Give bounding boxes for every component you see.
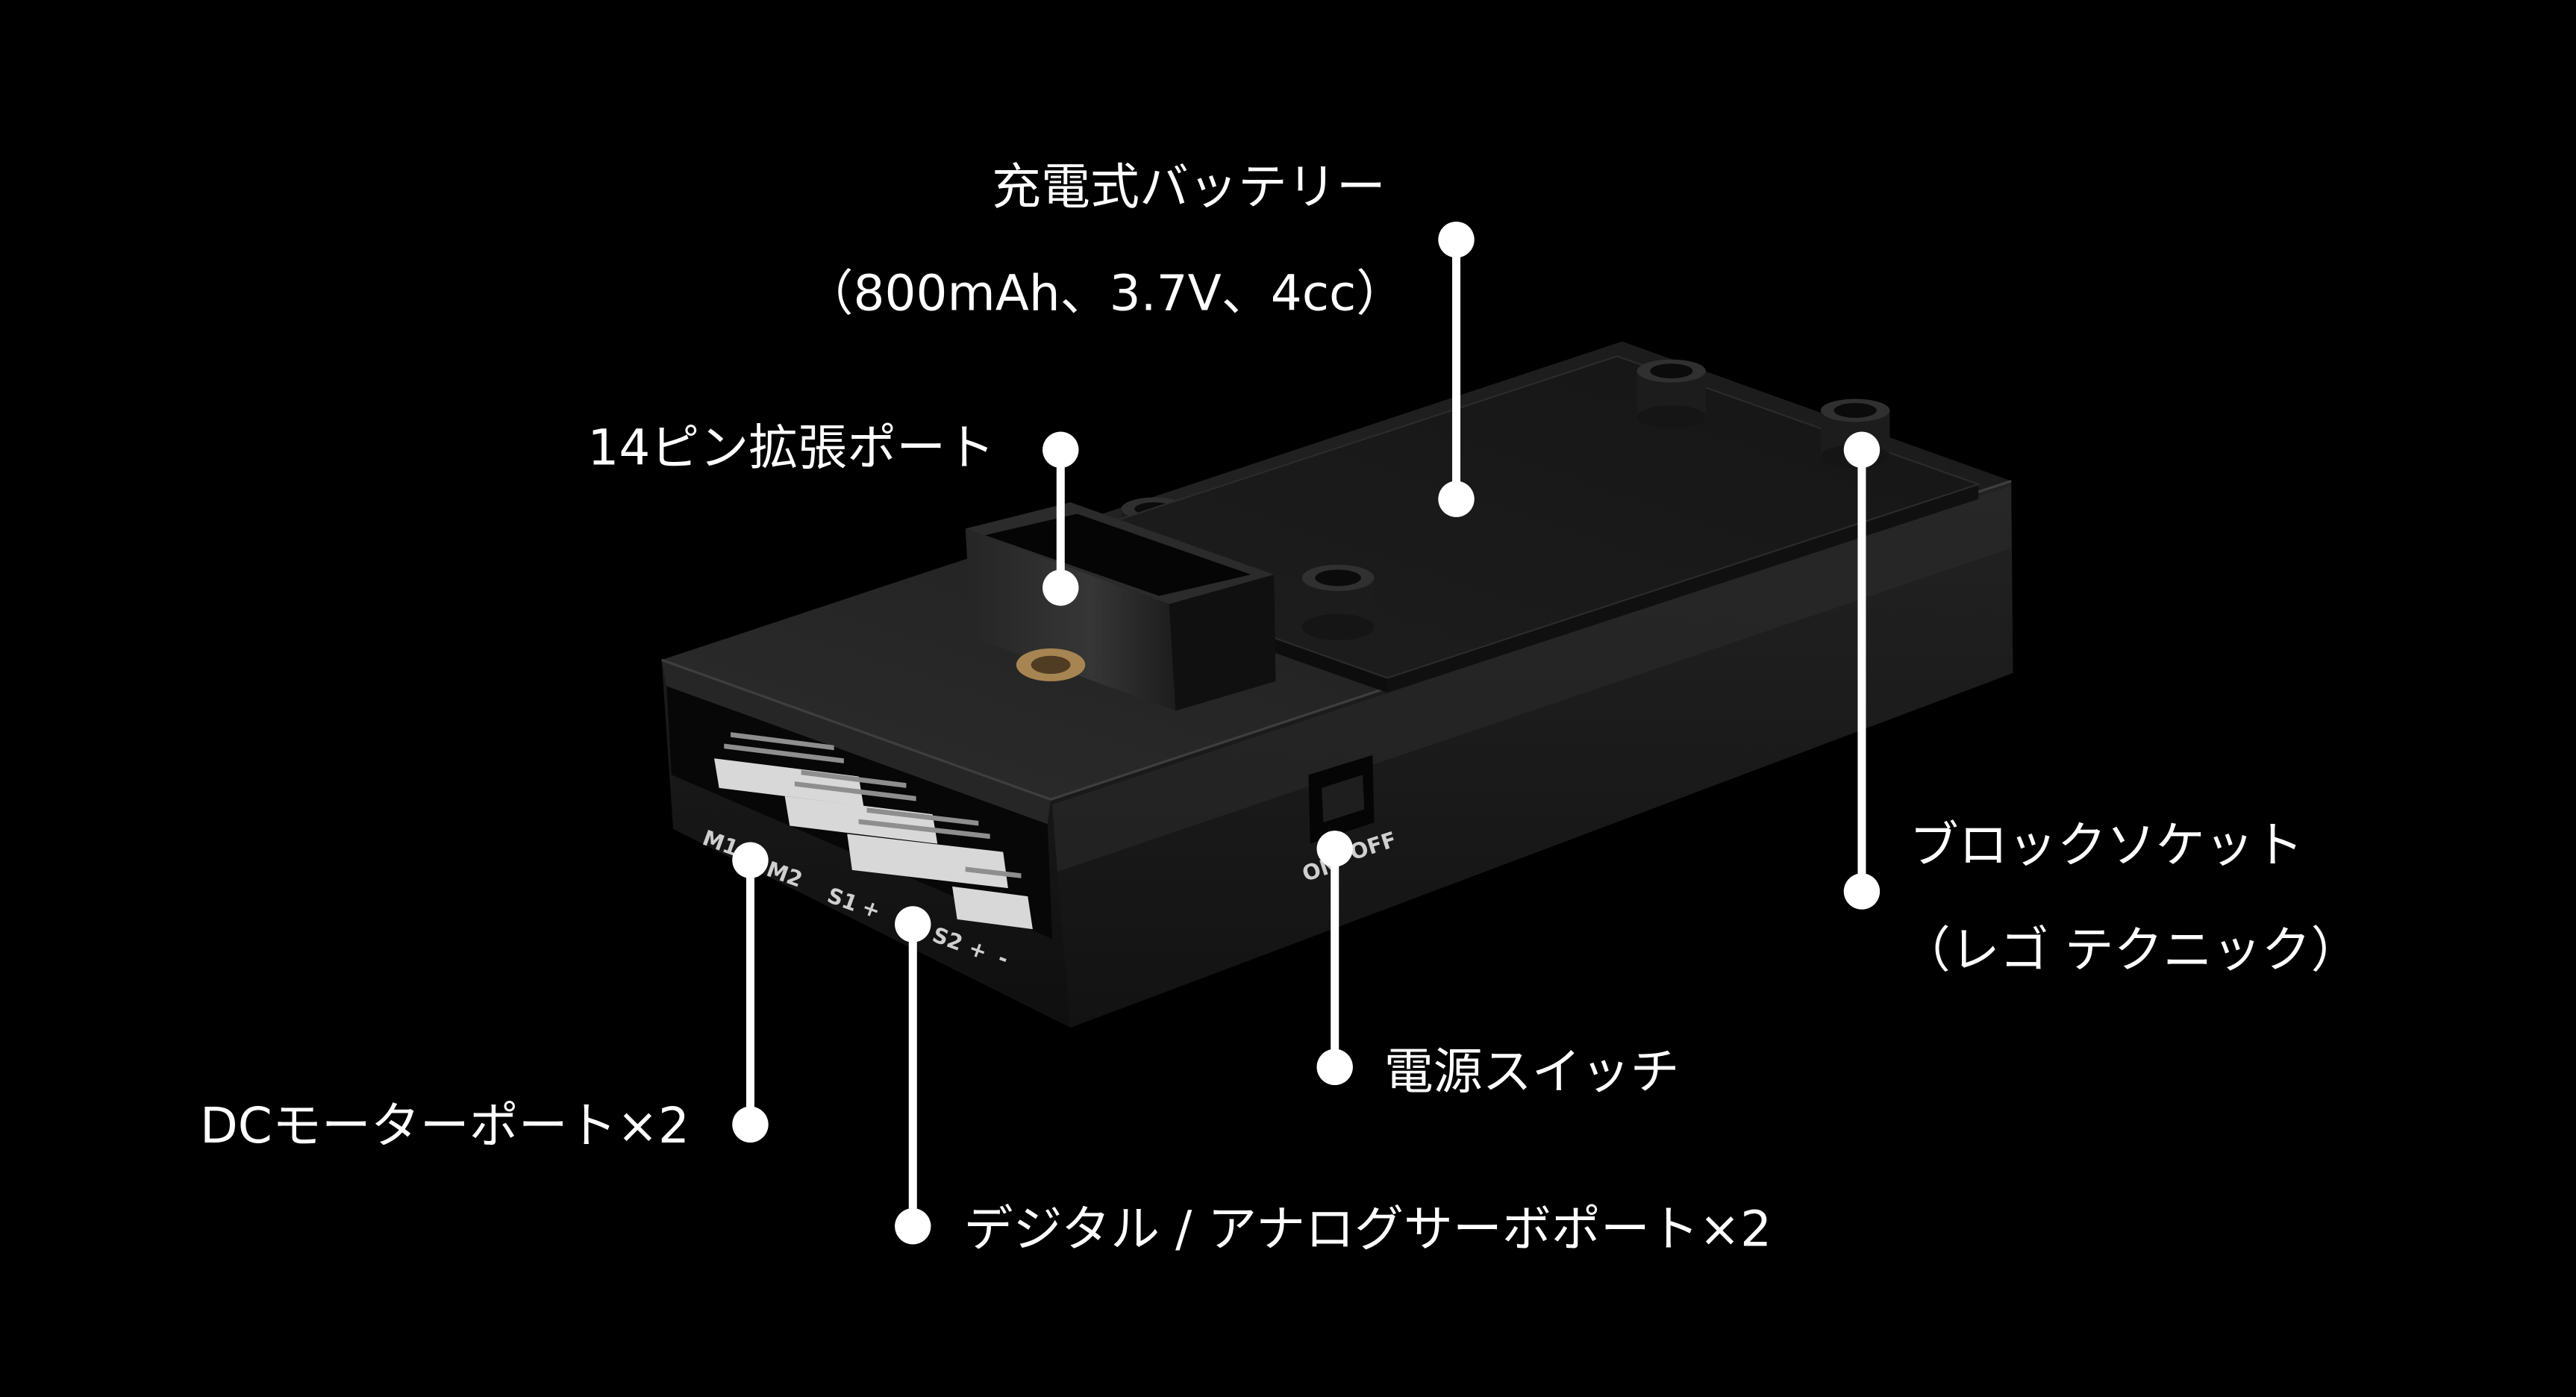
callout-dc-motor-port: DCモーターポート×2 [200, 842, 769, 1154]
standoff-hole [1650, 363, 1693, 379]
device-front-lip [661, 660, 1051, 825]
connector-pin [801, 769, 907, 788]
block-socket-standoff [1301, 564, 1375, 640]
callout-expansion-port: 14ピン拡張ポート [587, 419, 1079, 606]
port-labels: M1 M2 S1 + S2 + - [699, 825, 1012, 972]
expansion-port-opening [985, 513, 1251, 596]
callout-dot [1843, 431, 1881, 468]
block-socket-label-line1: ブロックソケット [1910, 816, 2304, 874]
callout-battery: 充電式バッテリー （800mAh、3.7V、4cc） [804, 158, 1475, 517]
device-side-translucent-band [1052, 486, 2012, 872]
connector-block-s2 [952, 886, 1033, 930]
expansion-port-front [965, 528, 1176, 711]
connector-pin [794, 781, 916, 801]
brass-insert-hole [1031, 655, 1071, 675]
callout-dot [1438, 221, 1475, 258]
callout-dot [1042, 569, 1079, 606]
battery-label-line1: 充電式バッテリー [992, 158, 1386, 216]
callout-dot [732, 1106, 769, 1143]
standoff-hole [1315, 569, 1361, 587]
standoff-base [1301, 613, 1375, 640]
callout-dot [1042, 431, 1079, 468]
callout-block-socket: ブロックソケット （レゴ テクニック） [1843, 431, 2360, 979]
connector-pin [724, 743, 844, 763]
connector-pin [965, 866, 1022, 878]
connector-pin [731, 732, 834, 751]
standoff-base [1636, 405, 1706, 429]
callout-dot [1316, 831, 1353, 867]
expansion-port-side [1169, 574, 1276, 711]
callout-dot [895, 1208, 931, 1245]
expansion-port-box [965, 502, 1276, 711]
block-socket-label-line2: （レゴ テクニック） [1901, 922, 2360, 979]
port-connectors [714, 732, 1033, 930]
block-socket-standoff [1636, 359, 1706, 429]
connector-pin [866, 807, 979, 826]
servo-port-label: デジタル / アナログサーボポート×2 [963, 1201, 1772, 1258]
power-switch-knob [1322, 775, 1365, 823]
connector-pin [858, 819, 990, 840]
callout-dot [895, 906, 931, 943]
callout-servo-port: デジタル / アナログサーボポート×2 [895, 906, 1772, 1258]
power-switch-label: 電源スイッチ [1384, 1043, 1680, 1100]
callout-dot [732, 842, 769, 878]
battery-label-line2: （800mAh、3.7V、4cc） [804, 265, 1406, 322]
device: M1 M2 S1 + S2 + - ON OFF [661, 341, 2013, 1028]
connector-block-s1 [847, 834, 1008, 889]
callout-dot [1316, 1048, 1353, 1086]
callout-dot [1438, 481, 1475, 517]
expansion-port-label: 14ピン拡張ポート [587, 419, 995, 477]
brass-insert [1016, 648, 1086, 681]
dc-motor-port-label: DCモーターポート×2 [200, 1097, 690, 1154]
battery-plate-side-edge [1387, 484, 1979, 693]
connector-block-m1 [714, 758, 864, 807]
standoff-hole [1833, 403, 1877, 418]
callouts: 充電式バッテリー （800mAh、3.7V、4cc） 14ピン拡張ポート ブロッ… [200, 158, 2360, 1258]
callout-dot [1843, 873, 1881, 910]
callout-power-switch: 電源スイッチ [1316, 831, 1680, 1100]
